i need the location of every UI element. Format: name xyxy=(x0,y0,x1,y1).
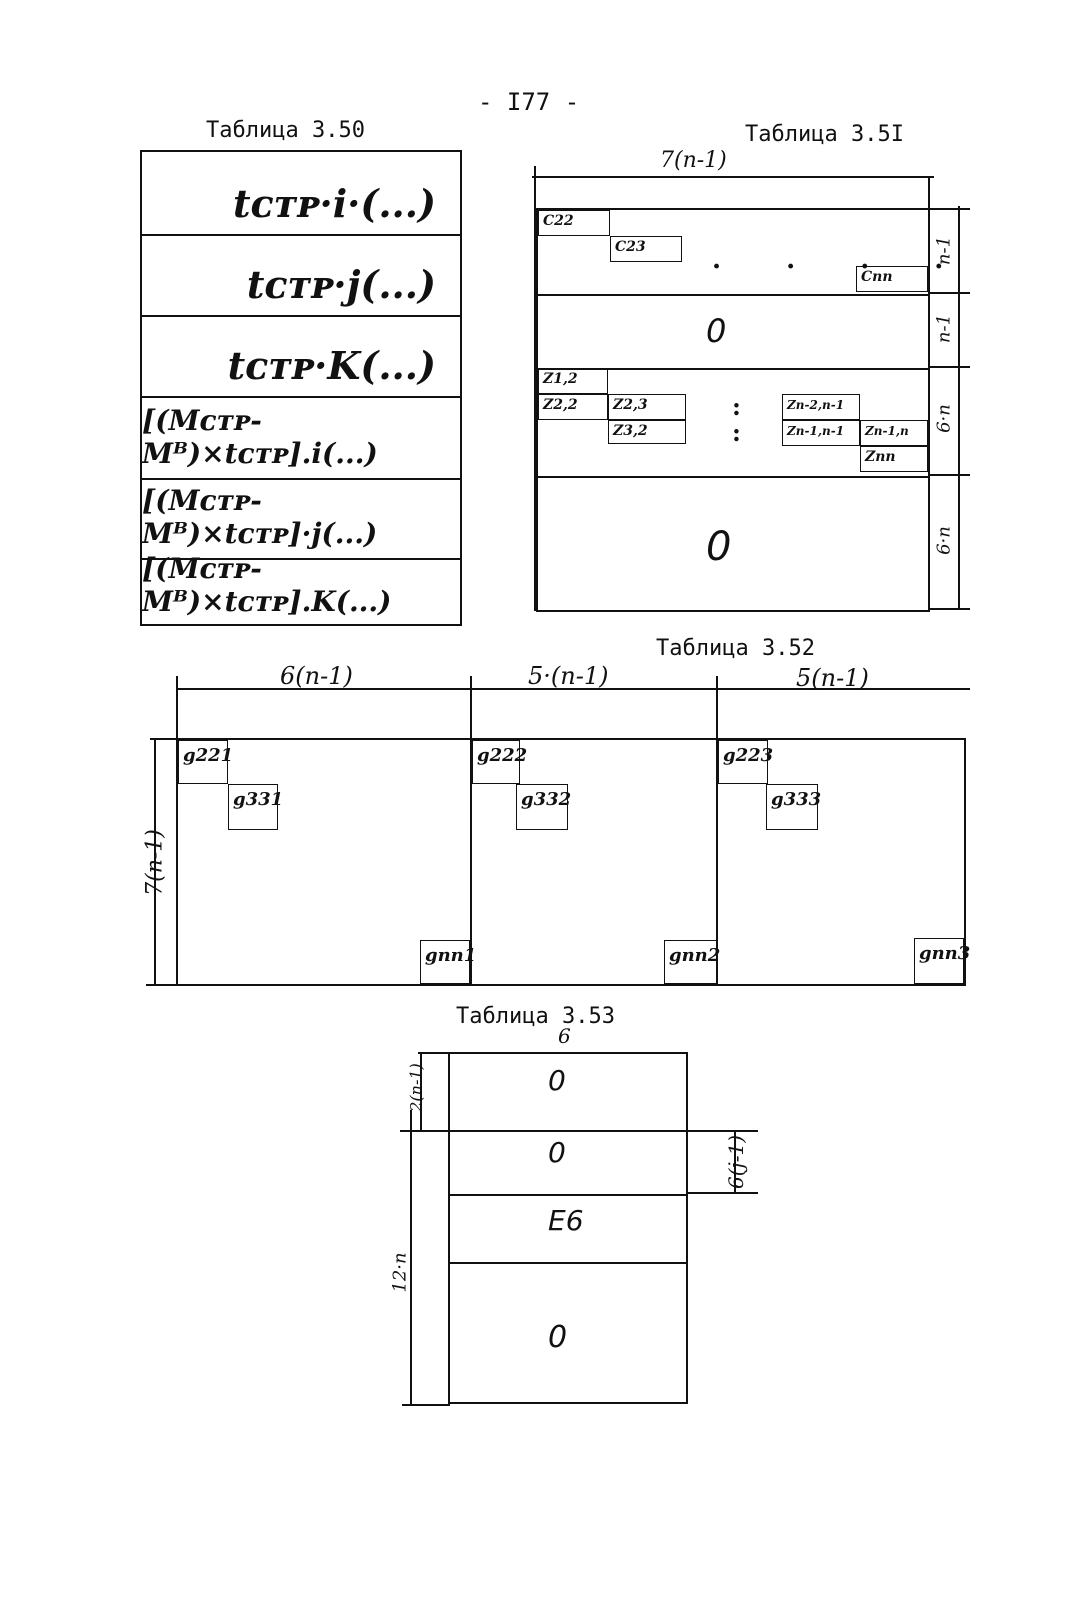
cell-g333: g333 xyxy=(766,784,821,830)
block-c23: C23 xyxy=(610,236,682,262)
block-z23: Z2,3 xyxy=(608,394,686,420)
cell-g222: g222 xyxy=(472,740,527,784)
side-dim-3: 6·n xyxy=(933,404,955,433)
table-3-50-row: [(Mᴄᴛᴘ-Mᴮ)×tᴄᴛᴘ].i(...) xyxy=(142,396,460,478)
dimension-tick xyxy=(930,366,970,368)
right-edge xyxy=(928,176,930,612)
dimension-tick xyxy=(418,1052,450,1054)
dimension-line xyxy=(532,176,934,178)
row-divider xyxy=(538,368,928,370)
cell-g223: g223 xyxy=(718,740,773,784)
block-zn1n1: Zn-1,n-1 xyxy=(782,420,860,446)
dimension-line xyxy=(176,688,970,690)
cell-g221: g221 xyxy=(178,740,233,784)
block-c22: C22 xyxy=(538,210,610,236)
dimension-tick xyxy=(400,1130,450,1132)
table-3-51-title: Таблица 3.5I xyxy=(745,122,904,147)
block-zn2n1: Zn-2,n-1 xyxy=(782,394,860,420)
block-cnn: Cnn xyxy=(856,266,928,292)
left-dim: 7(n-1) xyxy=(142,829,168,896)
dimension-tick xyxy=(688,1130,758,1132)
dimension-line xyxy=(176,676,178,986)
table-3-50-row: tᴄᴛᴘ·i·(...) xyxy=(232,181,436,226)
row-4-value: 0 xyxy=(548,1320,568,1355)
vertical-ellipsis: : xyxy=(732,418,741,447)
side-dim-4: 6·n xyxy=(933,526,955,555)
left-dim-2: 12·n xyxy=(389,1252,411,1293)
dimension-line xyxy=(734,1130,736,1194)
dimension-line xyxy=(154,738,156,986)
cell-g332: g332 xyxy=(516,784,571,830)
dimension-tick xyxy=(930,292,970,294)
side-dim-1: n-1 xyxy=(933,235,955,266)
top-dim: 6 xyxy=(558,1024,571,1048)
table-3-50-row: [(Mᴄᴛᴘ-Mᴮ)×tᴄᴛᴘ]·j(...) xyxy=(142,478,460,558)
dimension-tick xyxy=(930,474,970,476)
page-number: - I77 - xyxy=(478,88,580,116)
block-z32: Z3,2 xyxy=(608,420,686,444)
table-3-50-row: tᴄᴛᴘ·K(...) xyxy=(142,315,460,396)
dimension-tick xyxy=(402,1404,450,1406)
row-divider xyxy=(450,1262,686,1264)
row-3-value: E6 xyxy=(548,1204,584,1237)
left-dim-1: 2(n-1) xyxy=(406,1063,426,1112)
dimension-line xyxy=(410,1110,412,1406)
dimension-line xyxy=(534,166,536,611)
ellipsis: · · · · xyxy=(712,252,972,282)
table-3-50-title: Таблица 3.50 xyxy=(206,118,365,143)
dimension-tick xyxy=(688,1192,758,1194)
top-dim-1: 6(n-1) xyxy=(280,662,353,690)
dimension-line xyxy=(420,1052,422,1132)
dimension-tick xyxy=(930,608,970,610)
cell-gnn3: gnn3 xyxy=(914,938,970,984)
cell-gnn1: gnn1 xyxy=(420,940,476,984)
table-3-52-bottom-border xyxy=(146,984,966,986)
column-divider xyxy=(716,688,718,986)
row-divider xyxy=(538,476,928,478)
side-dim-2: n-1 xyxy=(933,313,955,344)
table-3-52-title: Таблица 3.52 xyxy=(656,636,815,661)
right-dim: 6(j-1) xyxy=(724,1135,748,1190)
block-znn: Znn xyxy=(860,446,928,472)
row-divider xyxy=(450,1194,686,1196)
top-dim-3: 5(n-1) xyxy=(796,664,869,692)
dimension-line xyxy=(958,206,960,610)
dimension-tick xyxy=(930,208,970,210)
table-3-50: tᴄᴛᴘ·i·(...) tᴄᴛᴘ·j(...) tᴄᴛᴘ·K(...) [(M… xyxy=(140,150,462,626)
row-2-value: 0 xyxy=(548,1136,566,1169)
block-zn1n: Zn-1,n xyxy=(860,420,928,446)
zero-block-2: 0 xyxy=(706,524,732,570)
vertical-ellipsis: : xyxy=(732,392,741,421)
block-z22: Z2,2 xyxy=(538,394,608,420)
table-3-51-top-dimension: 7(n-1) xyxy=(660,148,727,173)
table-3-50-row: [(Mᴄᴛᴘ-Mᴮ)×tᴄᴛᴘ].K(...) xyxy=(142,552,460,626)
block-z12: Z1,2 xyxy=(538,368,608,394)
table-3-53 xyxy=(448,1052,688,1404)
table-3-53-title: Таблица 3.53 xyxy=(456,1004,615,1029)
row-divider xyxy=(538,294,928,296)
zero-block-1: 0 xyxy=(706,312,727,350)
cell-g331: g331 xyxy=(228,784,283,830)
cell-gnn2: gnn2 xyxy=(664,940,720,984)
column-divider xyxy=(470,688,472,986)
right-edge xyxy=(964,738,966,986)
row-1-value: 0 xyxy=(548,1064,566,1097)
top-dim-2: 5·(n-1) xyxy=(528,662,609,690)
row-divider xyxy=(450,1130,686,1132)
table-3-50-row: tᴄᴛᴘ·j(...) xyxy=(142,234,460,315)
table-3-52-top-border xyxy=(150,738,966,740)
